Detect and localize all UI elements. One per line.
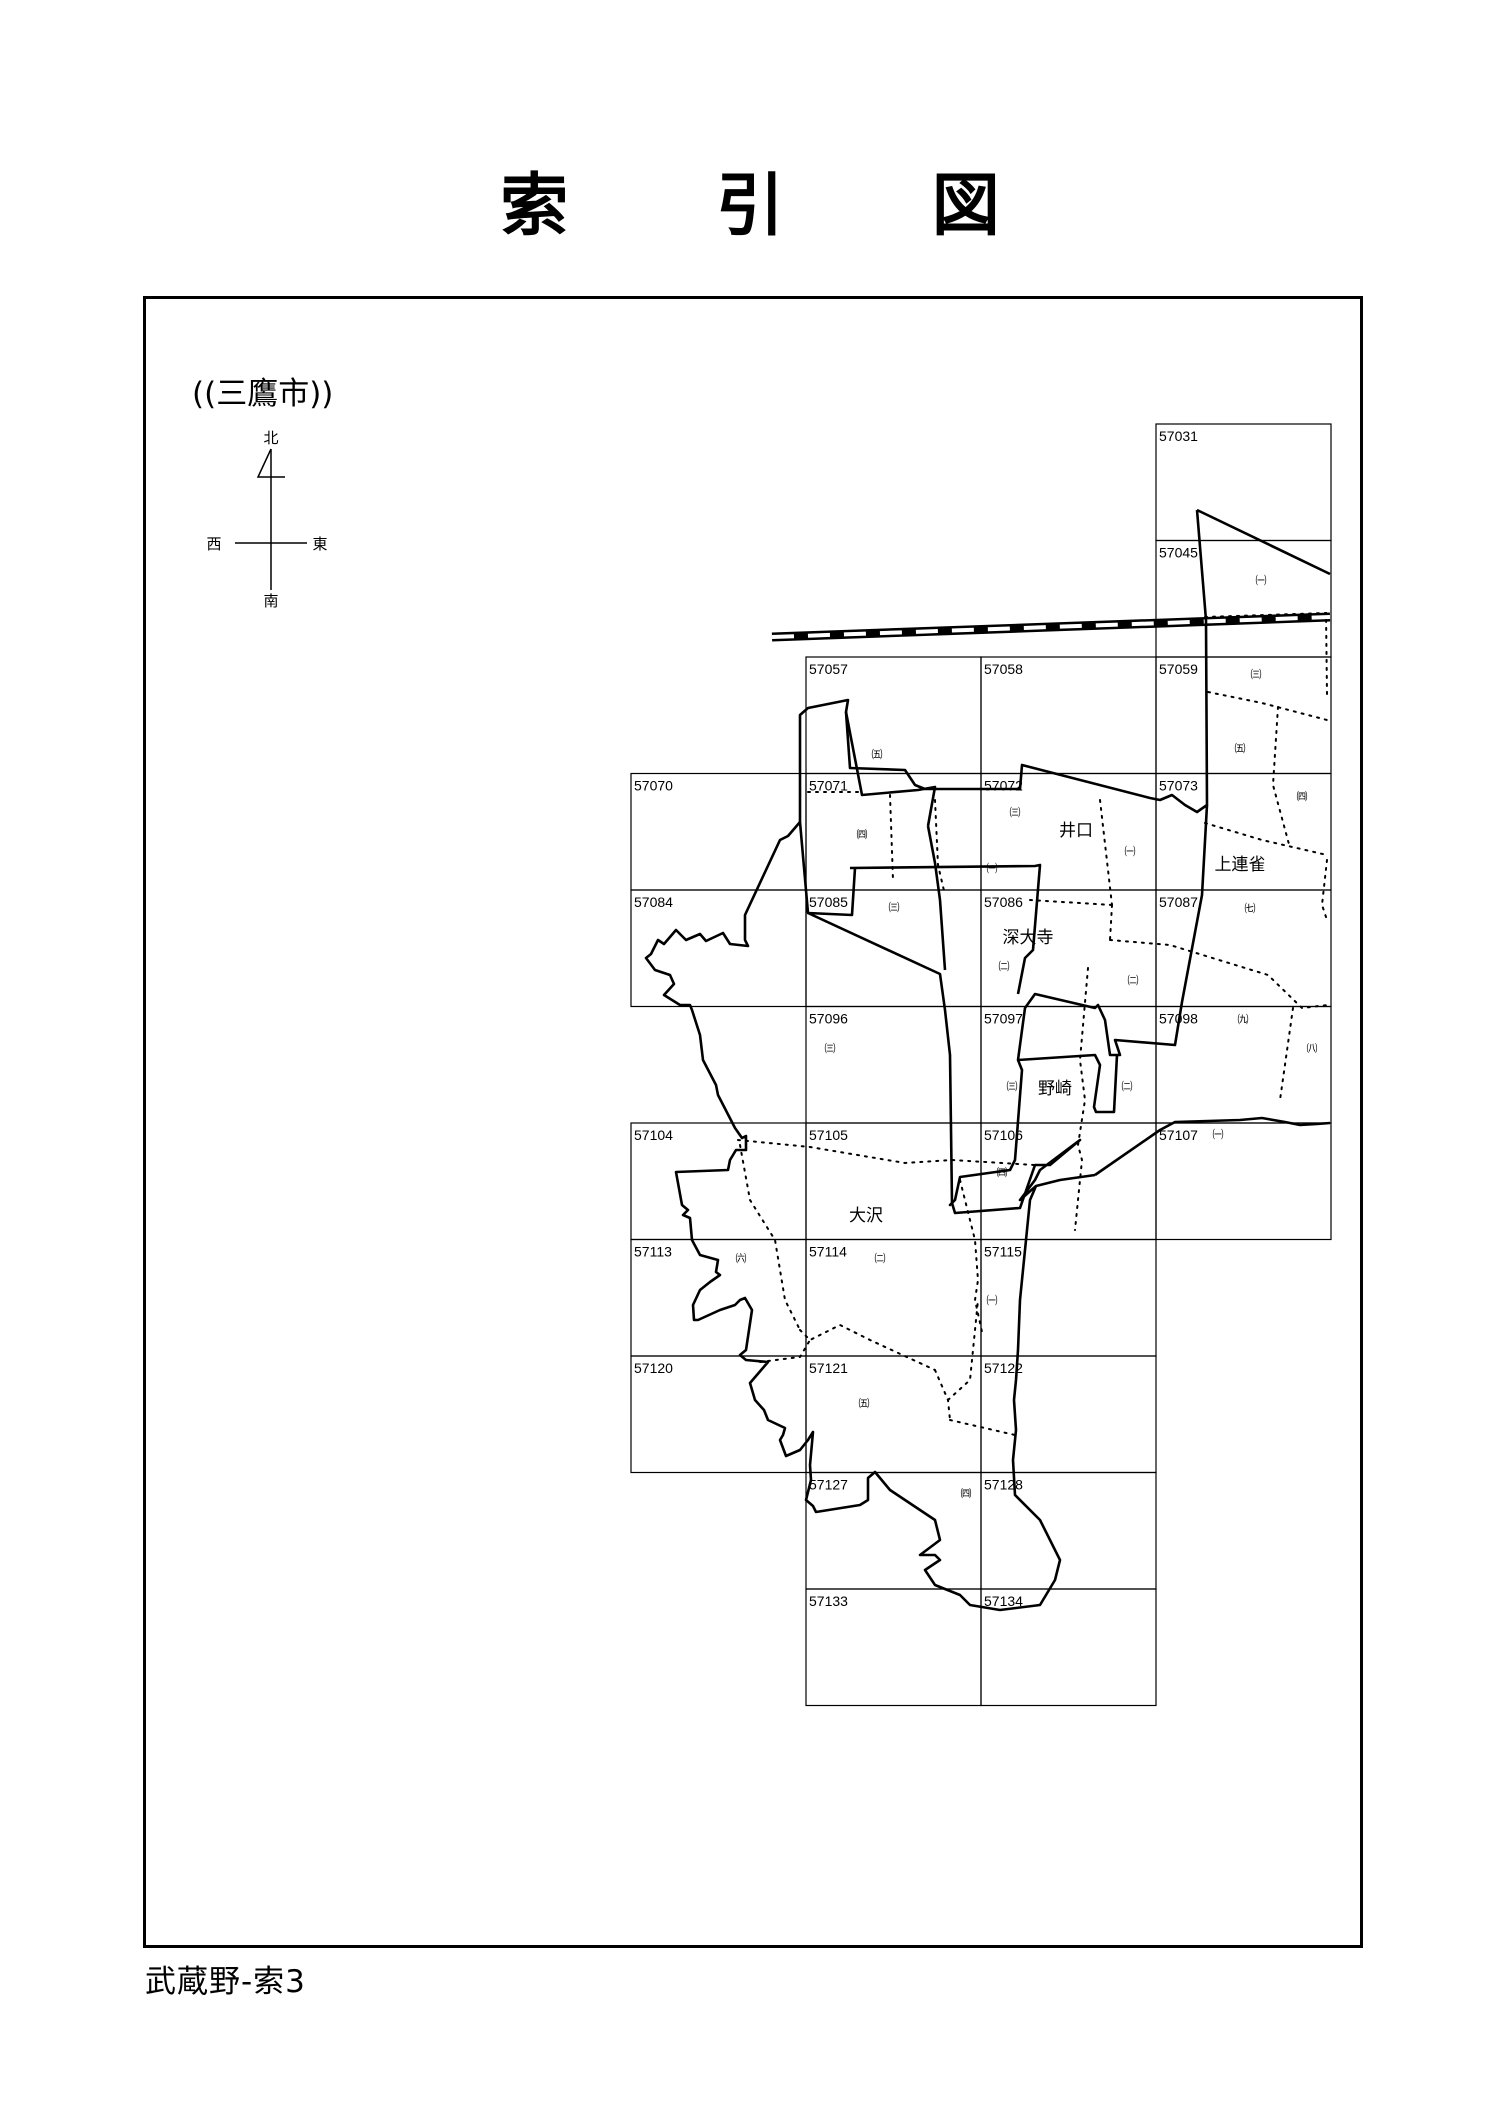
grid-cell-label: 57114: [809, 1244, 847, 1260]
chome-labels: ㈠ ㈢ ㈤ ㈣ ㈤ ㈢ ㈣ ㈠ ㈠ ㈢ ㈦ ㈡ ㈡ ㈢ ㈨ ㈧ ㈢ ㈡ ㈠ ㈣ …: [736, 574, 1318, 1500]
grid-cell-label: 57115: [984, 1244, 1022, 1260]
area-labels: 井口 上連雀 深大寺 野崎 大沢: [849, 821, 1266, 1226]
grid-cell-label: 57096: [809, 1011, 848, 1027]
grid-cell-label: 57105: [809, 1127, 848, 1143]
chome-label: ㈠: [987, 862, 998, 875]
chome-label: ㈤: [859, 1397, 870, 1410]
area-label-nozaki: 野崎: [1038, 1079, 1072, 1099]
chome-label: ㈦: [1245, 902, 1256, 915]
area-label-kamirenjaku: 上連雀: [1215, 855, 1266, 875]
grid-cell-label: 57107: [1159, 1127, 1198, 1143]
chome-label: ㈧: [1307, 1042, 1318, 1055]
district-boundaries: [737, 611, 1329, 1436]
grid-cell-label: 57106: [984, 1127, 1023, 1143]
title-char-1: 索: [500, 167, 569, 246]
grid-cell-label: 57087: [1159, 894, 1198, 910]
chome-label: ㈠: [1256, 574, 1267, 587]
chome-label: ㈣: [961, 1487, 972, 1500]
grid-cell-label: 57059: [1159, 661, 1198, 677]
railway-line: [771, 612, 1331, 642]
page-footer: 武蔵野-索3: [145, 1964, 306, 2000]
chome-label: ㈣: [997, 1166, 1008, 1179]
grid-cell-label: 57073: [1159, 778, 1198, 794]
area-label-jindaiji: 深大寺: [1003, 928, 1054, 948]
grid-cell-label: 57085: [809, 894, 848, 910]
chome-label: ㈤: [1235, 742, 1246, 755]
grid-cell-label: 57071: [809, 778, 848, 794]
grid-cell-label: 57070: [634, 778, 673, 794]
city-boundary: [644, 508, 1331, 1612]
chome-label: ㈠: [1125, 845, 1136, 858]
grid-cell-label: 57134: [984, 1593, 1023, 1609]
area-label-iguchi: 井口: [1059, 821, 1093, 841]
neighbor-city-label: ((三鷹市)): [192, 376, 334, 412]
compass-rose: 北 南 西 東: [206, 429, 327, 610]
grid-cell-label: 57058: [984, 661, 1023, 677]
compass-west: 西: [206, 535, 221, 553]
grid-cell-label: 57057: [809, 661, 848, 677]
grid-cell-label: 57104: [634, 1127, 673, 1143]
chome-label: ㈢: [1010, 806, 1021, 819]
grid-cell[interactable]: [1155, 1122, 1332, 1241]
grid-cell-label: 57097: [984, 1011, 1023, 1027]
chome-label: ㈢: [889, 901, 900, 914]
grid-cell-label: 57045: [1159, 545, 1198, 561]
grid-cell-label: 57120: [634, 1360, 673, 1376]
chome-label: ㈠: [1213, 1128, 1224, 1141]
chome-label: ㈣: [1297, 790, 1308, 803]
chome-label: ㈡: [999, 960, 1010, 973]
grid-cell-label: 57127: [809, 1477, 848, 1493]
compass-east: 東: [312, 535, 327, 553]
chome-label: ㈡: [875, 1252, 886, 1265]
grid-cell-label: 57031: [1159, 428, 1198, 444]
chome-label: ㈣: [857, 828, 868, 841]
area-label-osawa: 大沢: [849, 1206, 883, 1226]
chome-label: ㈡: [1128, 974, 1139, 987]
grid-cell-label: 57113: [634, 1244, 672, 1260]
north-arrow-icon: [256, 448, 285, 478]
grid-cell-label: 57128: [984, 1477, 1023, 1493]
chome-label: ㈠: [987, 1294, 998, 1307]
grid-cell-label: 57086: [984, 894, 1023, 910]
chome-label: ㈢: [1251, 668, 1262, 681]
chome-label: ㈨: [1238, 1013, 1249, 1026]
chome-label: ㈢: [825, 1042, 836, 1055]
grid-cell-label: 57121: [809, 1360, 848, 1376]
chome-label: ㈥: [736, 1252, 747, 1265]
chome-label: ㈡: [1122, 1080, 1133, 1093]
grid-cell-label: 57072: [984, 778, 1023, 794]
grid-cell[interactable]: [980, 1588, 1157, 1707]
map-frame: [143, 296, 1363, 1948]
chome-label: ㈢: [1007, 1080, 1018, 1093]
grid-cell-label: 57122: [984, 1360, 1023, 1376]
chome-label: ㈤: [872, 748, 883, 761]
compass-south: 南: [263, 592, 278, 610]
grid-cell-label: 57084: [634, 894, 673, 910]
title-char-2: 引: [715, 167, 784, 246]
grid-layer: 57031 57045 57057 57058 57059 57070 57071 57072…: [630, 423, 1332, 1707]
compass-north: 北: [263, 429, 278, 447]
grid-cell-label: 57133: [809, 1593, 848, 1609]
page-title: 索 引 図: [0, 150, 1500, 249]
title-char-3: 図: [931, 167, 1000, 246]
